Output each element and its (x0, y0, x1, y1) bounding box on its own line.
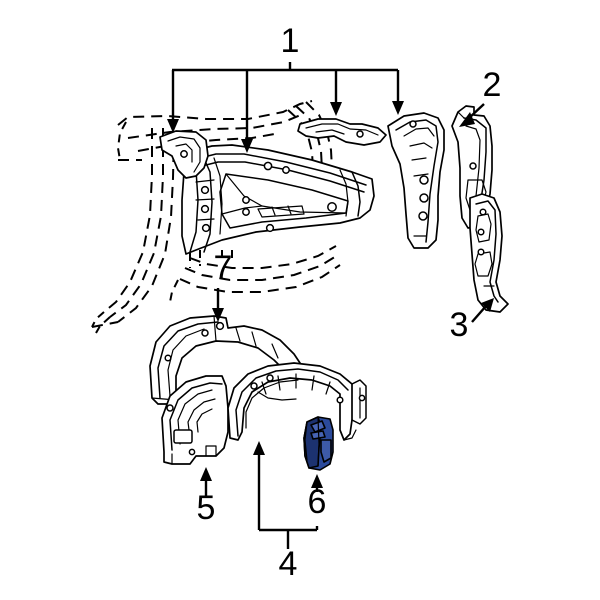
arrow-head-1b (241, 139, 253, 153)
part-wheelhouse-inner-assembly (227, 362, 367, 441)
part-wheelhouse-outer-panel (161, 375, 229, 465)
arrow-head-2 (459, 112, 475, 127)
arrow-head-1c (330, 102, 342, 116)
callout-label-5: 5 (197, 489, 216, 527)
part-quarter-inner-panel-main (181, 144, 375, 255)
callout-2-leader (459, 103, 485, 127)
callout-label-1: 1 (281, 22, 300, 60)
part-upper-left-bracket (159, 130, 209, 179)
callout-6-leader (311, 474, 323, 492)
callout-label-4: 4 (279, 545, 298, 583)
callout-1-leader (167, 62, 404, 153)
callout-4-leader (253, 441, 319, 549)
callout-7-leader (212, 288, 224, 322)
part-upper-middle-bracket (297, 118, 387, 146)
callout-label-6: 6 (308, 483, 327, 521)
part-group-quarter-inner-upper (91, 100, 445, 334)
callout-label-2: 2 (483, 66, 502, 104)
arrow-head-5 (200, 467, 212, 481)
part-highlighted-bracket-6 (303, 416, 334, 471)
part-roof-side-rail-lower (469, 193, 509, 313)
arrow-head-7 (212, 308, 224, 322)
arrow-head-1d (392, 101, 404, 115)
arrow-head-1a (167, 119, 179, 133)
arrow-head-3 (481, 298, 494, 312)
callout-3-leader (471, 298, 494, 323)
arrow-head-6 (311, 474, 323, 488)
arrow-head-4a (253, 441, 265, 455)
callout-label-3: 3 (450, 306, 469, 344)
part-rear-pillar-inner (387, 112, 445, 249)
callout-label-7: 7 (214, 249, 233, 287)
callout-5-leader (200, 467, 212, 498)
